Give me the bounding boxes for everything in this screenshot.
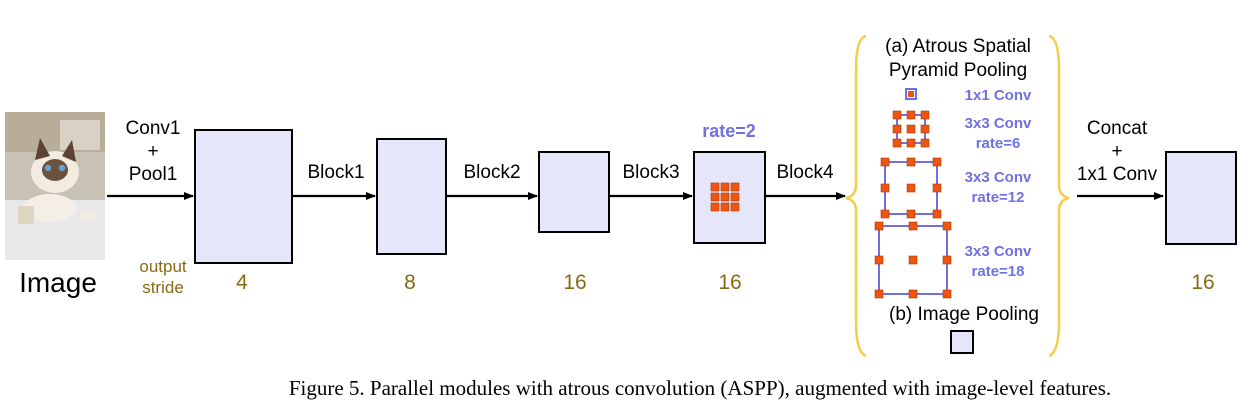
kernel-dot: [920, 124, 930, 134]
stem-label-plus: +: [147, 141, 158, 162]
kernel-dot: [908, 289, 918, 299]
stride-value: 4: [236, 271, 248, 294]
kernel-dot: [874, 221, 884, 231]
output-stride-label-line1: output: [139, 257, 187, 276]
image-label: Image: [19, 267, 97, 298]
block1-label: Block1: [307, 162, 364, 183]
kernel-rate-18-icon: [874, 221, 952, 299]
concat-label-line3: 1x1 Conv: [1077, 164, 1158, 185]
feature-map-stride-16-block3: [538, 151, 610, 233]
kernel-dot: [932, 209, 942, 219]
kernel-dot: [942, 255, 952, 265]
concat-label-line2: +: [1111, 141, 1122, 162]
left-brace-icon: [845, 34, 867, 358]
kernel-dot: [908, 91, 914, 97]
kernel-dot: [874, 255, 884, 265]
block4-label: Block4: [776, 162, 833, 183]
kernel-dot: [720, 192, 730, 202]
aspp-title-line1: (a) Atrous Spatial: [885, 36, 1031, 57]
cat-photo-icon: [5, 112, 105, 260]
kernel-dot: [920, 138, 930, 148]
kernel-dot: [906, 124, 916, 134]
kernel-dot: [892, 124, 902, 134]
output-stride-label-line2: stride: [142, 278, 184, 297]
right-brace-icon: [1048, 34, 1070, 358]
stride-value: 16: [718, 271, 741, 294]
kernel-dot: [710, 192, 720, 202]
stem-label-pool1: Pool1: [129, 164, 178, 185]
kernel-dot: [932, 157, 942, 167]
kernel-dot: [908, 255, 918, 265]
kernel-dot: [906, 209, 916, 219]
atrous-rate-label: rate=2: [702, 121, 756, 141]
aspp-branch-rate18-rate: rate=18: [972, 263, 1025, 280]
kernel-1x1-icon: [905, 88, 917, 100]
kernel-rate-6-icon: [892, 110, 930, 148]
kernel-dot: [906, 157, 916, 167]
kernel-dot: [874, 289, 884, 299]
aspp-branch-rate12-label: 3x3 Conv: [965, 169, 1032, 186]
kernel-dot: [932, 183, 942, 193]
figure-caption: Figure 5. Parallel modules with atrous c…: [289, 376, 1111, 400]
aspp-branch-rate18-label: 3x3 Conv: [965, 243, 1032, 260]
stem-label-conv1: Conv1: [126, 118, 181, 139]
kernel-dot: [906, 110, 916, 120]
concat-label-line1: Concat: [1087, 118, 1148, 139]
aspp-branch-1x1-label: 1x1 Conv: [965, 87, 1032, 104]
kernel-dot: [892, 110, 902, 120]
feature-map-stride-4: [194, 129, 293, 264]
aspp-branch-rate6-label: 3x3 Conv: [965, 115, 1032, 132]
kernel-dot: [880, 157, 890, 167]
kernel-dot: [710, 202, 720, 212]
kernel-dot: [730, 182, 740, 192]
kernel-dot: [710, 182, 720, 192]
output-feature-map: [1165, 151, 1237, 245]
stride-value: 16: [1191, 271, 1214, 294]
kernel-dot: [908, 221, 918, 231]
kernel-frame: [905, 88, 917, 100]
kernel-dot: [906, 183, 916, 193]
stride-value: 16: [563, 271, 586, 294]
kernel-dot: [730, 202, 740, 212]
image-pooling-label: (b) Image Pooling: [889, 304, 1039, 325]
kernel-dot: [720, 182, 730, 192]
block2-label: Block2: [463, 162, 520, 183]
kernel-dot: [920, 110, 930, 120]
block3-label: Block3: [622, 162, 679, 183]
kernel-dot: [730, 192, 740, 202]
kernel-dot: [942, 289, 952, 299]
aspp-branch-rate6-rate: rate=6: [976, 135, 1021, 152]
aspp-title-line2: Pyramid Pooling: [889, 60, 1027, 81]
kernel-rate-2-icon: [710, 182, 740, 212]
kernel-dot: [892, 138, 902, 148]
kernel-dot: [720, 202, 730, 212]
aspp-branch-rate12-rate: rate=12: [972, 189, 1025, 206]
stride-value: 8: [404, 271, 416, 294]
kernel-dot: [880, 209, 890, 219]
kernel-dot: [942, 221, 952, 231]
image-pooling-box: [950, 330, 974, 354]
feature-map-stride-8: [376, 138, 447, 255]
kernel-dot: [906, 138, 916, 148]
kernel-rate-12-icon: [880, 157, 942, 219]
feature-map-stride-16-block4: [693, 151, 766, 244]
kernel-dot: [880, 183, 890, 193]
